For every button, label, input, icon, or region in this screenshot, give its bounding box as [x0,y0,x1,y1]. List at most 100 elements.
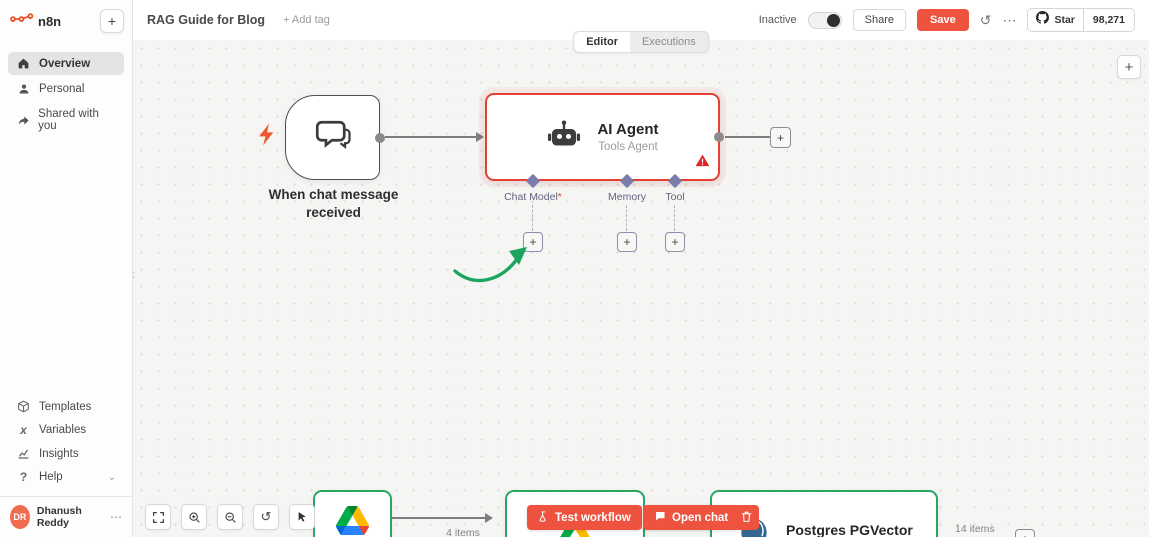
sidebar-item-overview[interactable]: Overview [8,52,124,75]
trigger-node-label: When chat message received [268,187,399,220]
agent-text: AI Agent Tools Agent [597,121,658,153]
canvas-add-node-button[interactable]: + [1117,55,1141,79]
sidebar-item-label: Overview [39,57,91,70]
collapse-sidebar-button[interactable]: ‹ [133,266,135,283]
pointer-mode-button[interactable] [289,504,315,530]
connection-arrowhead-icon [476,132,484,142]
main-area: RAG Guide for Blog + Add tag Inactive Sh… [133,0,1149,537]
workflow-title[interactable]: RAG Guide for Blog [147,13,266,27]
brand-name: n8n [38,13,62,29]
add-next-node-button[interactable]: + [770,127,791,148]
sidebar: n8n + Overview Personal Shared with you [0,0,133,537]
add-memory-button[interactable]: + [617,232,637,252]
ai-agent-node[interactable]: AI Agent Tools Agent [485,93,724,181]
user-menu-ellipsis[interactable]: ⋯ [110,510,122,524]
sidebar-item-help[interactable]: ? Help ⌄ [8,466,124,488]
tool-port-label: Tool [665,191,685,203]
sidebar-item-personal[interactable]: Personal [8,78,124,100]
connection-line[interactable] [385,136,480,138]
help-icon: ? [19,470,28,484]
test-workflow-label: Test workflow [555,511,631,524]
person-icon [16,83,31,95]
sidebar-item-label: Templates [39,400,92,413]
fit-view-button[interactable] [145,504,171,530]
star-label: Star [1054,14,1075,26]
sidebar-item-label: Shared with you [38,108,99,132]
postgres-title: Postgres PGVector [786,522,913,537]
warning-icon [695,153,710,173]
add-tool-button[interactable]: + [665,232,685,252]
zoom-out-button[interactable] [217,504,243,530]
more-options-button[interactable]: ⋯ [1002,11,1017,28]
status-label: Inactive [758,14,797,26]
header: RAG Guide for Blog + Add tag Inactive Sh… [133,0,1149,40]
tool-dashed-line [674,205,675,231]
required-asterisk: * [557,191,562,203]
google-drive-node[interactable] [313,490,392,537]
insights-icon [16,447,31,460]
logo-row: n8n + [0,0,132,41]
add-tag-button[interactable]: + Add tag [283,14,330,26]
github-icon [1036,11,1050,29]
sidebar-item-insights[interactable]: Insights [8,443,124,464]
sidebar-item-variables[interactable]: x Variables [8,419,124,441]
add-chat-model-button[interactable]: + [523,232,543,252]
green-arrow-annotation [451,243,533,296]
activation-toggle[interactable] [807,11,842,29]
save-button[interactable]: Save [917,9,969,31]
n8n-logo-icon [10,12,34,30]
output-connection-line[interactable] [725,136,770,138]
new-workflow-button[interactable]: + [100,9,124,33]
open-chat-button[interactable]: Open chat [643,505,740,530]
github-star-left: Star [1028,9,1084,31]
share-button[interactable]: Share [852,9,906,31]
chat-trigger-node[interactable] [285,95,385,180]
sidebar-nav: Overview Personal Shared with you [0,49,132,140]
sidebar-item-shared-with-you[interactable]: Shared with you [8,103,124,137]
delete-node-button[interactable] [734,505,759,530]
tab-editor[interactable]: Editor [574,32,630,52]
tab-executions[interactable]: Executions [641,36,696,48]
user-row[interactable]: DR Dhanush Reddy ⋯ [0,496,132,537]
sidebar-secondary-nav: Templates x Variables Insights ? Help ⌄ [0,394,132,490]
robot-icon [546,117,582,158]
agent-title: AI Agent [597,121,659,138]
workflow-canvas[interactable]: + ‹ When chat message received AI Agent [133,40,1149,537]
share-icon [16,114,30,127]
add-node-partial-button[interactable]: + [1015,529,1035,537]
flask-icon [538,510,549,525]
test-workflow-button[interactable]: Test workflow [527,505,642,530]
chat-icon [654,510,666,525]
sidebar-item-label: Insights [39,447,79,460]
bottom-connection-line [392,517,488,519]
zoom-toolbar: ↺ [145,504,315,530]
google-drive-icon [315,492,390,536]
sidebar-item-templates[interactable]: Templates [8,396,124,417]
memory-port-label: Memory [608,191,646,203]
toggle-knob [826,13,840,27]
variables-icon: x [20,423,27,437]
view-tabs: Editor Executions [573,31,709,53]
memory-dashed-line [626,205,627,231]
chat-trigger-icon [315,117,351,158]
sidebar-spacer [0,140,132,394]
bottom-connection-arrowhead-icon [485,513,493,523]
templates-icon [16,400,31,413]
sidebar-item-label: Help [39,471,63,483]
sidebar-item-label: Variables [39,424,87,436]
trigger-output-port[interactable] [375,132,385,143]
sidebar-item-label: Personal [39,83,85,95]
history-icon[interactable]: ↺ [979,11,992,28]
avatar: DR [10,505,30,529]
undo-button[interactable]: ↺ [253,504,279,530]
agent-subtitle: Tools Agent [598,141,658,153]
agent-output-port[interactable] [714,132,724,142]
github-star-badge[interactable]: Star 98,271 [1027,8,1135,32]
trash-icon [740,510,753,526]
items-count-label: 4 items [446,527,480,537]
chevron-down-icon: ⌄ [107,471,116,483]
star-count: 98,271 [1092,14,1125,26]
zoom-in-button[interactable] [181,504,207,530]
header-actions: Inactive Share Save ↺ ⋯ Star 98,271 [759,8,1135,32]
